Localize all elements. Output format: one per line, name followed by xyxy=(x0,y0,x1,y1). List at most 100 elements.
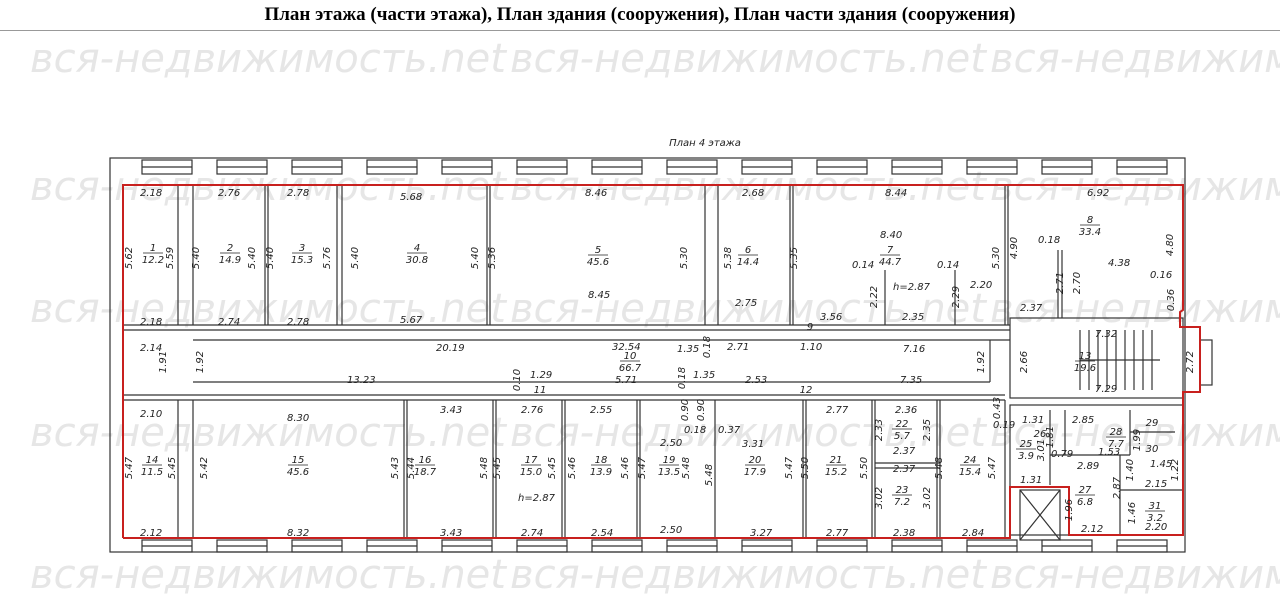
dimension-label: 5.76 xyxy=(322,247,333,269)
dimension-label: 5.43 xyxy=(390,457,401,479)
dimension-label: 2.20 xyxy=(970,280,992,291)
watermark-text: вся-недвижимость.net xyxy=(990,410,1280,456)
dimension-label: 5.71 xyxy=(615,375,637,386)
watermark-text: вся-недвижимость.net xyxy=(990,286,1280,332)
room-area: 44.7 xyxy=(879,257,902,268)
dimension-label: 8.30 xyxy=(287,413,309,424)
dimension-label: 0.79 xyxy=(1051,449,1073,460)
dimension-label: 2.14 xyxy=(140,343,162,354)
watermark-text: вся-недвижимость.net xyxy=(990,36,1280,82)
room-28: 287.7 xyxy=(1106,427,1126,450)
dimension-label: 0.19 xyxy=(993,420,1015,431)
room-area: 14.9 xyxy=(219,255,241,266)
dimension-label: 4.80 xyxy=(1165,234,1176,256)
dimension-label: 0.18 xyxy=(684,425,706,436)
dimension-label: 2.18 xyxy=(140,317,162,328)
room-number: 23 xyxy=(896,485,909,496)
dimension-label: 5.46 xyxy=(567,457,578,479)
room-25: 253.9 xyxy=(1016,439,1036,462)
dimension-label: 0.36 xyxy=(1166,289,1177,311)
dimension-label: 5.45 xyxy=(547,457,558,479)
watermark-text: вся-недвижимость.net xyxy=(510,552,987,598)
room-area: 7.2 xyxy=(894,497,910,508)
dimension-label: 5.40 xyxy=(191,247,202,269)
dimension-label: 5.47 xyxy=(124,456,135,479)
room-number: 20 xyxy=(749,455,762,466)
dimension-label: 8.45 xyxy=(588,290,610,301)
dimension-label: 2.71 xyxy=(1055,272,1066,294)
dimension-label: 7.29 xyxy=(1095,384,1117,395)
dimension-label: 2.55 xyxy=(590,405,612,416)
dimension-label: 0.16 xyxy=(1150,270,1172,281)
dimension-label: 5.47 xyxy=(784,456,795,479)
room-number: 10 xyxy=(624,351,637,362)
room-number: 7 xyxy=(887,245,894,256)
dimension-label: 1.99 xyxy=(1132,429,1143,451)
dimension-label: 5.40 xyxy=(247,247,258,269)
dimension-label: 8.32 xyxy=(287,528,309,539)
dimension-label: 0.10 xyxy=(512,369,523,391)
dimension-label: 2.75 xyxy=(735,298,757,309)
dimension-label: 8.46 xyxy=(585,188,607,199)
room-area: 19.6 xyxy=(1074,363,1096,374)
room-area: 14.4 xyxy=(737,257,759,268)
room-number: 30 xyxy=(1146,444,1159,455)
room-27: 276.8 xyxy=(1075,485,1095,508)
watermark-text: вся-недвижимость.net xyxy=(510,286,987,332)
dimension-label: 2.85 xyxy=(1072,415,1094,426)
dimension-label: 5.50 xyxy=(800,457,811,479)
dimension-label: 2.70 xyxy=(1072,272,1083,294)
wall-line xyxy=(1019,489,1061,541)
dimension-label: 2.33 xyxy=(874,419,885,441)
dimension-label: 2.12 xyxy=(140,528,162,539)
dimension-label: 0.18 xyxy=(677,367,688,389)
room-number: 5 xyxy=(595,245,601,256)
dimension-label: 2.71 xyxy=(727,342,749,353)
dimension-label: 5.40 xyxy=(350,247,361,269)
dimension-label: 1.81 xyxy=(1045,426,1056,448)
room-11: 11 xyxy=(534,385,547,396)
dimension-label: 1.40 xyxy=(1125,459,1136,481)
dimension-label: 2.68 xyxy=(742,188,764,199)
room-number: 16 xyxy=(419,455,432,466)
dimension-label: 2.36 xyxy=(895,405,917,416)
dimension-label: 3.27 xyxy=(750,528,773,539)
room-6: 614.4 xyxy=(737,245,759,268)
dimension-label: 1.29 xyxy=(530,370,552,381)
room-number: 8 xyxy=(1087,215,1093,226)
dimension-label: 2.38 xyxy=(893,528,915,539)
room-area: 3.2 xyxy=(1147,513,1163,524)
room-area: 45.6 xyxy=(287,467,309,478)
dimension-label: 1.53 xyxy=(1098,447,1120,458)
dimension-label: 3.02 xyxy=(922,487,933,509)
document-title: План этажа (части этажа), План здания (с… xyxy=(264,4,1016,25)
staircase xyxy=(1009,317,1184,399)
dimension-label: 5.36 xyxy=(487,247,498,269)
dimension-label: 5.48 xyxy=(681,457,692,479)
dimension-label: 5.67 xyxy=(400,315,423,326)
room-22: 225.7 xyxy=(892,419,912,442)
room-area: 15.3 xyxy=(291,255,313,266)
boundary-line xyxy=(122,184,1201,539)
room-area: 7.7 xyxy=(1108,439,1125,450)
plan-caption: План 4 этажа xyxy=(669,138,741,149)
dimension-label: 13.23 xyxy=(347,375,376,386)
room-30: 30 xyxy=(1146,444,1159,455)
room-number: 19 xyxy=(663,455,676,466)
dimension-label: 5.48 xyxy=(934,457,945,479)
room-number: 6 xyxy=(745,245,751,256)
dimension-label: 1.91 xyxy=(158,351,169,373)
dimension-label: 0.14 xyxy=(937,260,959,271)
dimension-label: 2.20 xyxy=(1145,522,1167,533)
elevator-shaft xyxy=(1019,489,1061,541)
dimension-label: 2.87 xyxy=(1112,476,1123,499)
dimension-label: 0.90 xyxy=(696,399,707,421)
room-area: 13.5 xyxy=(658,467,680,478)
exit-door xyxy=(1199,339,1213,386)
dimension-label: 2.74 xyxy=(218,317,240,328)
